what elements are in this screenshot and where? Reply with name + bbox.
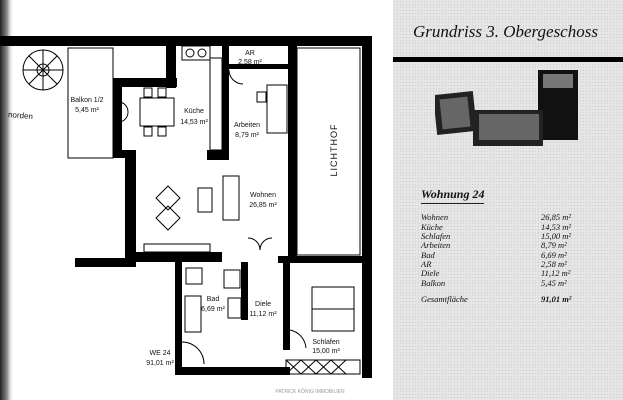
divider xyxy=(393,57,623,62)
watermark: PATRICK KÖNIG IMMOBILIEN xyxy=(275,388,345,395)
room-area: 11,12 m² xyxy=(249,311,277,318)
room-name: Schlafen xyxy=(312,339,339,346)
room-labels: Balkon 1/2 5,45 m² Küche 14,53 m² AR 2,5… xyxy=(8,50,345,395)
north-label: norden xyxy=(8,110,34,121)
room-name: Balkon 1/2 xyxy=(70,97,103,104)
lichthof-label: LICHTHOF xyxy=(329,124,339,177)
room-name: AR xyxy=(245,50,255,57)
room-area: 15,00 m² xyxy=(312,348,340,355)
scan-shadow xyxy=(0,0,14,400)
room-name: Wohnen xyxy=(250,192,276,199)
room-area: 2,58 m² xyxy=(238,59,262,66)
furniture xyxy=(22,45,361,375)
building-overview-thumbnail xyxy=(435,70,578,146)
room-area: 26,85 m² xyxy=(249,202,277,209)
walls xyxy=(0,36,372,378)
room-area: 91,01 m² xyxy=(146,360,174,367)
room-name: WE 24 xyxy=(149,350,170,357)
room-name: Bad xyxy=(207,296,220,303)
room-area: 6,69 m² xyxy=(201,306,225,313)
info-panel: Grundriss 3. Obergeschoss Wohnung 24 Woh… xyxy=(393,0,623,400)
room-name: Diele xyxy=(255,301,271,308)
apartment-title: Wohnung 24 xyxy=(421,187,485,204)
floor-plan: Balkon 1/2 5,45 m² Küche 14,53 m² AR 2,5… xyxy=(0,0,372,400)
room-name: Arbeiten xyxy=(234,122,260,129)
room-area: 5,45 m² xyxy=(75,107,99,114)
plan-title: Grundriss 3. Obergeschoss xyxy=(413,22,598,41)
room-area: 14,53 m² xyxy=(180,119,208,126)
room-name: Küche xyxy=(184,108,204,115)
room-area: 8,79 m² xyxy=(235,132,259,139)
